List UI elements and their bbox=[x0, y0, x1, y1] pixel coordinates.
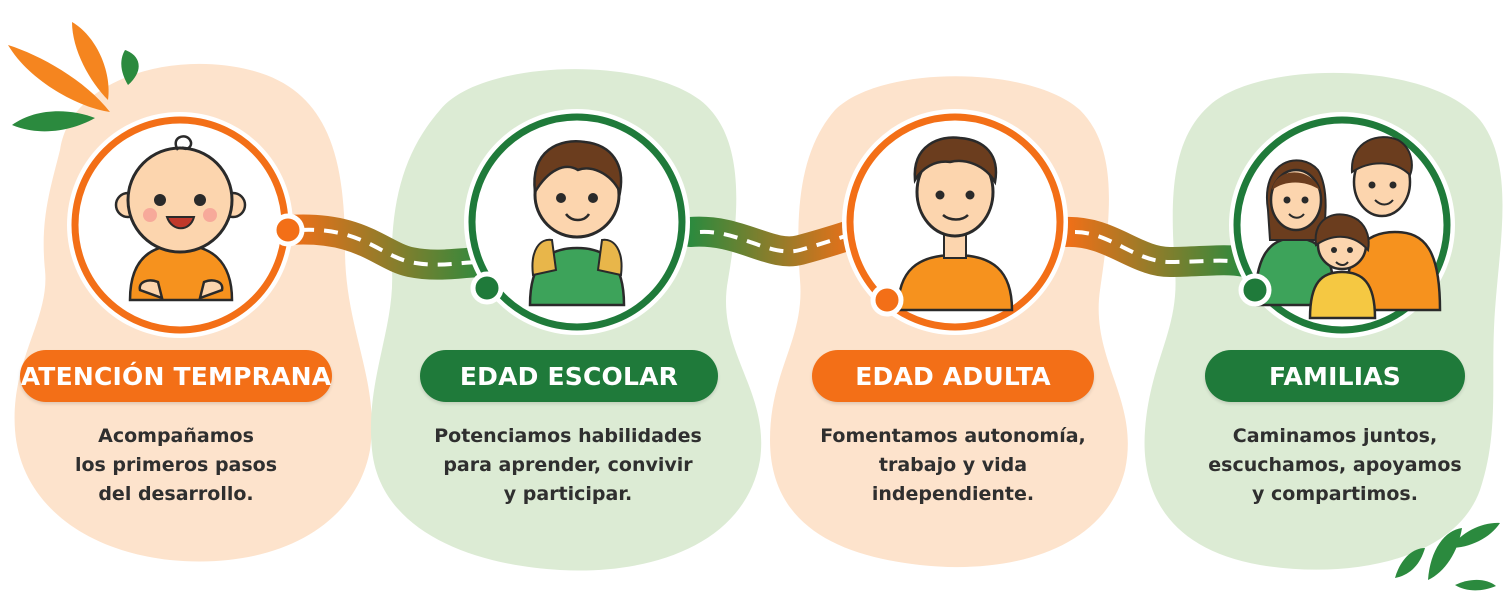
connector-dot-3 bbox=[870, 283, 904, 317]
connector-dot-2 bbox=[470, 271, 504, 305]
adult-icon bbox=[896, 136, 1014, 312]
connector-dot-4 bbox=[1238, 273, 1272, 307]
stage-circle-escolar bbox=[464, 109, 690, 335]
stage-circle-familias bbox=[1229, 112, 1455, 338]
schoolchild-icon bbox=[528, 140, 626, 307]
decorative-leaves-top-left bbox=[8, 22, 139, 132]
baby-icon bbox=[114, 135, 247, 302]
road-connector-1 bbox=[273, 214, 502, 280]
stage-circle-adulta bbox=[842, 109, 1068, 335]
decorative-leaves-bottom-right bbox=[1395, 522, 1500, 591]
road-connector-3 bbox=[1050, 216, 1260, 278]
connector-dot-1 bbox=[271, 213, 305, 247]
family-icon bbox=[1253, 136, 1442, 320]
stage-circle-atencion bbox=[67, 112, 293, 338]
